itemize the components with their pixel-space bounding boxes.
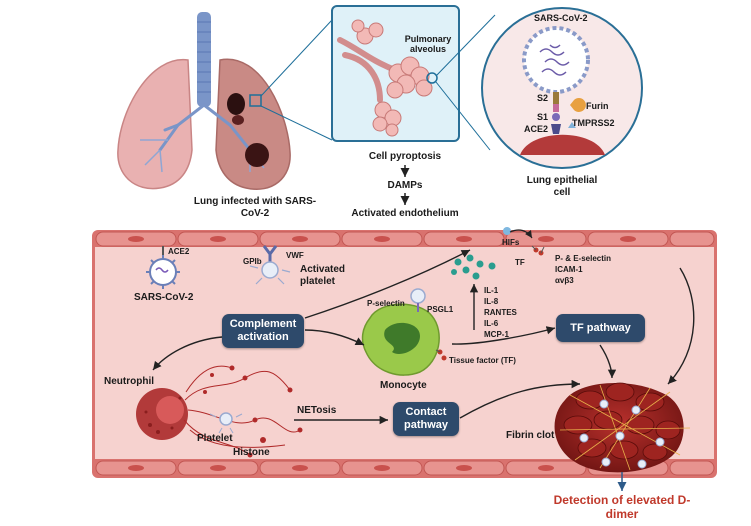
alveolus-label: Pulmonary alveolus bbox=[404, 34, 452, 54]
cytokine-list: IL-1 IL-8 RANTES IL-6 MCP-1 bbox=[484, 285, 517, 340]
alveolus-panel bbox=[331, 5, 496, 151]
epithelial-cell-panel bbox=[481, 7, 643, 169]
selectin-item: ICAM-1 bbox=[555, 265, 583, 274]
pathway-arrows bbox=[152, 249, 695, 425]
pyroptosis-label: Cell pyroptosis bbox=[368, 151, 442, 162]
tissue-factor-label: Tissue factor (TF) bbox=[449, 356, 516, 365]
tmprss2-label: TMPRSS2 bbox=[572, 118, 615, 128]
cytokine-item: RANTES bbox=[484, 308, 517, 317]
platelet-cell bbox=[209, 412, 243, 434]
furin-label: Furin bbox=[586, 101, 609, 111]
cytokine-item: MCP-1 bbox=[484, 330, 509, 339]
neutrophil-label: Neutrophil bbox=[104, 376, 154, 387]
sars-cov-2-virus-icon bbox=[146, 246, 180, 289]
monocyte-label: Monocyte bbox=[380, 380, 427, 391]
monocyte-cell bbox=[361, 288, 447, 376]
epithelial-label: Lung epithelial cell bbox=[526, 175, 598, 198]
contact-pathway-box: Contact pathway bbox=[393, 402, 459, 436]
tf-label: TF bbox=[515, 258, 525, 267]
cytokine-particles bbox=[451, 254, 496, 280]
selectin-item: P- & E-selectin bbox=[555, 254, 612, 263]
s2-label: S2 bbox=[537, 93, 549, 103]
neutrophil-cell bbox=[136, 388, 188, 440]
vessel-virus-label: SARS-CoV-2 bbox=[134, 292, 194, 303]
platelet-label: Platelet bbox=[197, 433, 233, 444]
hifs-label: HIFs bbox=[502, 238, 520, 247]
activated-platelet-label: Activated platelet bbox=[300, 264, 346, 287]
p-selectin-label: P-selectin bbox=[367, 299, 405, 308]
netosis-label: NETosis bbox=[297, 405, 337, 416]
ace2-label: ACE2 bbox=[524, 124, 549, 134]
selectin-list: P- & E-selectin ICAM-1 αvβ3 bbox=[555, 253, 611, 286]
hifs-icon bbox=[503, 227, 545, 256]
activated-platelet-icon bbox=[249, 245, 291, 285]
lungs-illustration bbox=[117, 12, 333, 190]
s1-label: S1 bbox=[537, 112, 549, 122]
tf-pathway-box: TF pathway bbox=[556, 314, 645, 342]
cytokine-item: IL-1 bbox=[484, 286, 499, 295]
fibrin-clot-label: Fibrin clot bbox=[506, 430, 555, 441]
vessel-ace2-label: ACE2 bbox=[168, 247, 190, 256]
endothelium-label: Activated endothelium bbox=[351, 208, 459, 219]
complement-activation-box: Complement activation bbox=[222, 314, 304, 348]
d-dimer-result: Detection of elevated D-dimer bbox=[553, 493, 691, 521]
damps-label: DAMPs bbox=[387, 180, 423, 191]
selectin-item: αvβ3 bbox=[555, 276, 574, 285]
psgl1-label: PSGL1 bbox=[427, 305, 454, 314]
histone-dots bbox=[203, 365, 303, 458]
fibrin-clot bbox=[554, 382, 691, 473]
lung-label: Lung infected with SARS-CoV-2 bbox=[193, 196, 317, 219]
vwf-label: VWF bbox=[286, 251, 304, 260]
cytokine-item: IL-6 bbox=[484, 319, 499, 328]
gpib-label: GPIb bbox=[243, 257, 262, 266]
cytokine-item: IL-8 bbox=[484, 297, 499, 306]
virus-label: SARS-CoV-2 bbox=[534, 13, 588, 23]
histone-label: Histone bbox=[233, 447, 270, 458]
